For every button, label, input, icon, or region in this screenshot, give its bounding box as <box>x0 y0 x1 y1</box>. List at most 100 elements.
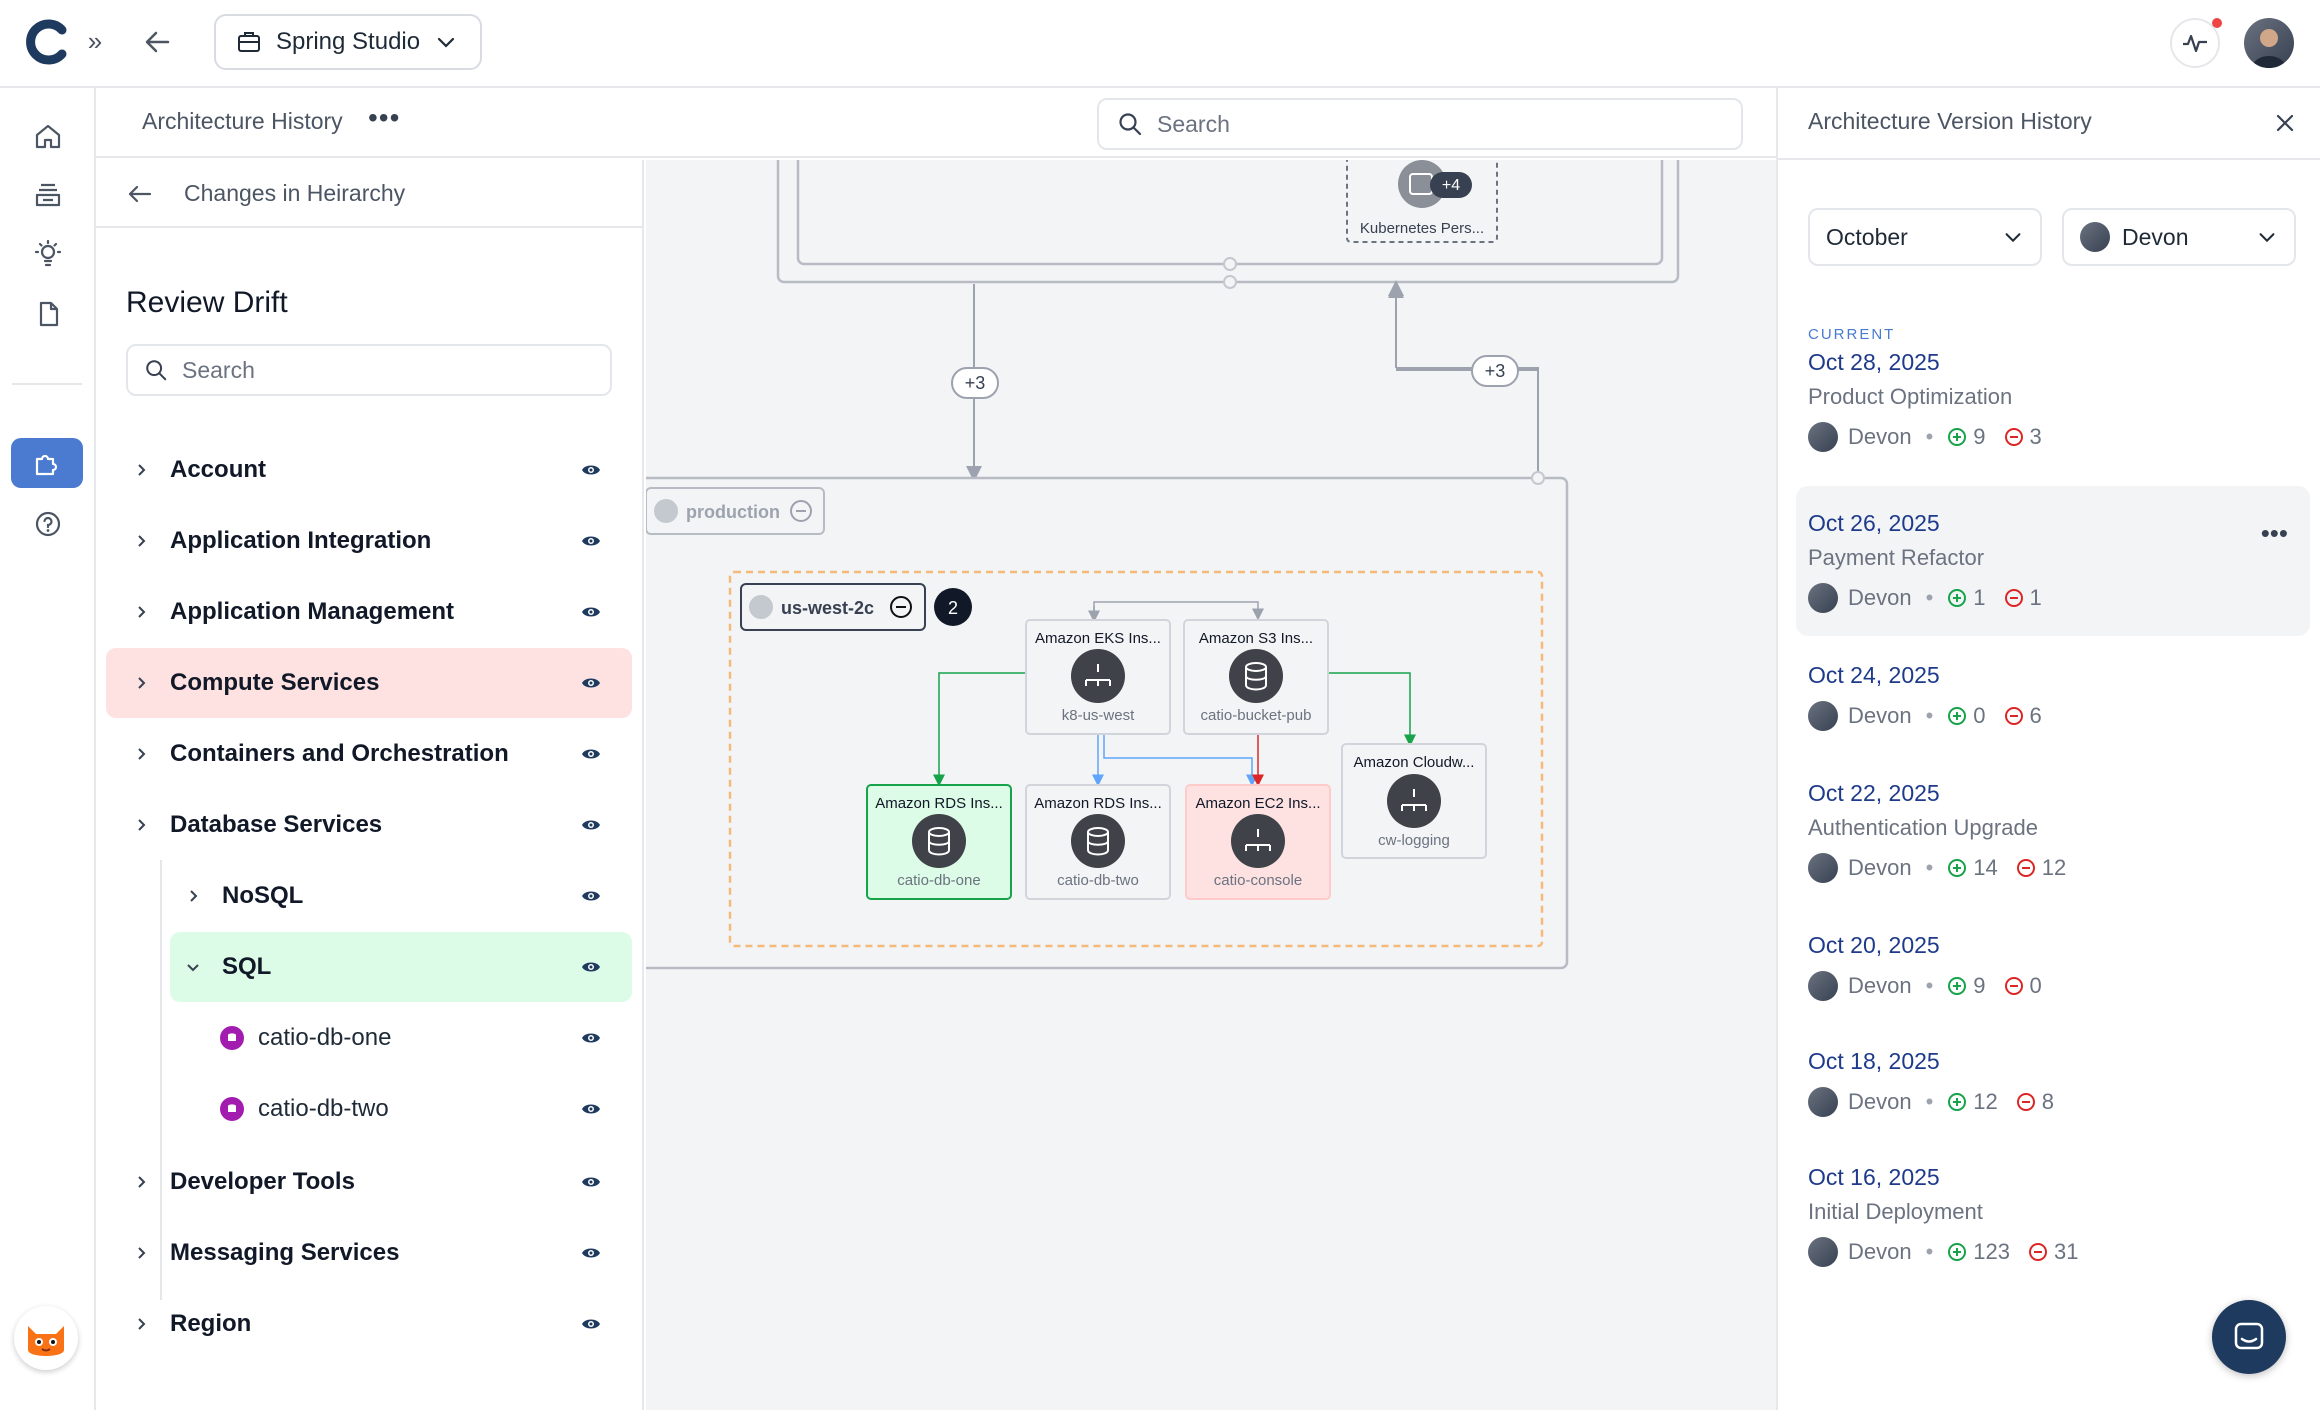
tree-item-catio-db-two[interactable]: catio-db-two <box>220 1074 632 1144</box>
version-item[interactable]: Oct 24, 2025 Devon • 0 6 <box>1808 662 2308 731</box>
catio-logo[interactable] <box>24 18 72 66</box>
chevron-right-icon[interactable] <box>126 739 156 769</box>
eye-icon[interactable] <box>580 459 602 481</box>
node-rds-two[interactable]: Amazon RDS Ins... catio-db-two <box>1025 784 1171 900</box>
chevron-right-icon[interactable] <box>126 526 156 556</box>
group-edges <box>966 284 1539 482</box>
tree-item-label: Application Integration <box>170 527 432 554</box>
inventory-icon[interactable] <box>30 176 66 212</box>
activity-button[interactable] <box>2170 18 2220 68</box>
expand-sidebar-icon[interactable]: » <box>87 26 103 56</box>
panel-divider <box>1778 158 2320 160</box>
chat-support-button[interactable] <box>2212 1300 2286 1374</box>
node-s3[interactable]: Amazon S3 Ins... catio-bucket-pub <box>1183 619 1329 735</box>
eye-icon[interactable] <box>580 1171 602 1193</box>
chevron-right-icon[interactable] <box>126 455 156 485</box>
review-drift-title: Review Drift <box>126 286 288 319</box>
user-filter[interactable]: Devon <box>2062 208 2296 266</box>
version-item[interactable]: CURRENT Oct 28, 2025 Product Optimizatio… <box>1808 326 2308 452</box>
lightbulb-icon[interactable] <box>30 236 66 272</box>
node-cloudwatch[interactable]: Amazon Cloudw... cw-logging <box>1341 743 1487 859</box>
edge-badge[interactable]: +3 <box>1471 355 1519 387</box>
user-avatar[interactable] <box>2244 18 2294 68</box>
group-label: Kubernetes Pers... <box>1360 220 1484 237</box>
tree-item-account[interactable]: Account <box>106 435 632 505</box>
eye-icon[interactable] <box>580 956 602 978</box>
production-label[interactable]: production <box>646 487 825 535</box>
tree-item-sql[interactable]: SQL <box>170 932 632 1002</box>
help-icon[interactable] <box>30 506 66 542</box>
version-item[interactable]: Oct 22, 2025 Authentication Upgrade Devo… <box>1808 780 2308 883</box>
architecture-canvas[interactable]: +4 Kubernetes Pers... +3 +3 productio <box>646 160 1776 1410</box>
eye-icon[interactable] <box>580 530 602 552</box>
chevron-right-icon[interactable] <box>126 668 156 698</box>
version-date: Oct 24, 2025 <box>1808 662 1940 688</box>
puzzle-icon <box>35 454 58 476</box>
edge-badge-label: +3 <box>965 373 986 393</box>
eye-icon[interactable] <box>580 601 602 623</box>
close-icon[interactable] <box>2270 108 2300 138</box>
eye-icon[interactable] <box>580 1098 602 1120</box>
chevron-right-icon[interactable] <box>126 810 156 840</box>
eye-icon[interactable] <box>580 814 602 836</box>
tree-item-compute-services[interactable]: Compute Services <box>106 648 632 718</box>
version-item[interactable]: Oct 26, 2025 Payment Refactor Devon • 1 … <box>1808 510 2308 613</box>
chevron-right-icon[interactable] <box>126 1309 156 1339</box>
chevron-right-icon[interactable] <box>126 597 156 627</box>
back-arrow-icon[interactable] <box>124 178 156 210</box>
tree-item-containers-and-orchestration[interactable]: Containers and Orchestration <box>106 719 632 789</box>
eye-icon[interactable] <box>580 1027 602 1049</box>
chevron-right-icon[interactable] <box>126 1238 156 1268</box>
plus-circle-icon <box>1948 859 1967 877</box>
version-item[interactable]: Oct 20, 2025 Devon • 9 0 <box>1808 932 2308 1001</box>
node-ec2[interactable]: Amazon EC2 Ins... catio-console <box>1185 784 1331 900</box>
month-filter[interactable]: October <box>1808 208 2042 266</box>
eye-icon[interactable] <box>580 743 602 765</box>
eye-icon[interactable] <box>580 672 602 694</box>
tree-item-catio-db-one[interactable]: catio-db-one <box>220 1003 632 1073</box>
home-icon[interactable] <box>30 118 66 154</box>
tree-item-nosql[interactable]: NoSQL <box>170 861 632 931</box>
tree-search-input[interactable] <box>182 356 582 384</box>
tree-item-messaging-services[interactable]: Messaging Services <box>106 1218 632 1288</box>
tree-item-region[interactable]: Region <box>106 1289 632 1359</box>
search-icon <box>146 360 167 381</box>
version-item[interactable]: Oct 18, 2025 Devon • 12 8 <box>1808 1048 2308 1117</box>
assistant-cat-icon[interactable] <box>14 1306 78 1370</box>
chevron-down-icon[interactable] <box>178 952 208 982</box>
kubernetes-group-node[interactable]: +4 Kubernetes Pers... <box>1346 160 1498 243</box>
canvas-search-input[interactable] <box>1157 110 1717 138</box>
chevron-right-icon[interactable] <box>126 1167 156 1197</box>
count-badge <box>1430 172 1472 198</box>
edge-badge[interactable]: +3 <box>951 367 999 399</box>
node-eks[interactable]: Amazon EKS Ins... k8-us-west <box>1025 619 1171 735</box>
collapse-icon[interactable] <box>790 500 812 522</box>
back-arrow-icon[interactable] <box>140 24 176 60</box>
eye-icon[interactable] <box>580 1242 602 1264</box>
version-meta: Devon • 1 1 <box>1808 583 2308 613</box>
canvas-search[interactable] <box>1097 98 1743 150</box>
version-date: Oct 28, 2025 <box>1808 349 1940 375</box>
more-options-button[interactable]: ••• <box>368 102 401 133</box>
eye-icon[interactable] <box>580 885 602 907</box>
tree-item-application-management[interactable]: Application Management <box>106 577 632 647</box>
tree-item-database-services[interactable]: Database Services <box>106 790 632 860</box>
document-icon[interactable] <box>30 296 66 332</box>
month-filter-value: October <box>1826 223 1908 250</box>
eye-icon[interactable] <box>580 1313 602 1335</box>
node-title: Amazon Cloudw... <box>1354 754 1475 771</box>
tree-search[interactable] <box>126 344 612 396</box>
plus-circle-icon <box>1948 1093 1967 1111</box>
version-item[interactable]: Oct 16, 2025 Initial Deployment Devon • … <box>1808 1164 2308 1267</box>
node-name: catio-bucket-pub <box>1201 707 1312 724</box>
workspace-selector[interactable]: Spring Studio <box>214 14 482 70</box>
version-more-icon[interactable]: ••• <box>2260 518 2288 548</box>
tree-item-application-integration[interactable]: Application Integration <box>106 506 632 576</box>
chevron-right-icon[interactable] <box>178 881 208 911</box>
zone-label[interactable]: us-west-2c <box>740 583 926 631</box>
collapse-icon[interactable] <box>890 596 912 618</box>
version-meta: Devon • 123 31 <box>1808 1237 2308 1267</box>
node-rds-one[interactable]: Amazon RDS Ins... catio-db-one <box>866 784 1012 900</box>
architecture-nav-button[interactable] <box>11 438 83 488</box>
tree-item-developer-tools[interactable]: Developer Tools <box>106 1147 632 1217</box>
